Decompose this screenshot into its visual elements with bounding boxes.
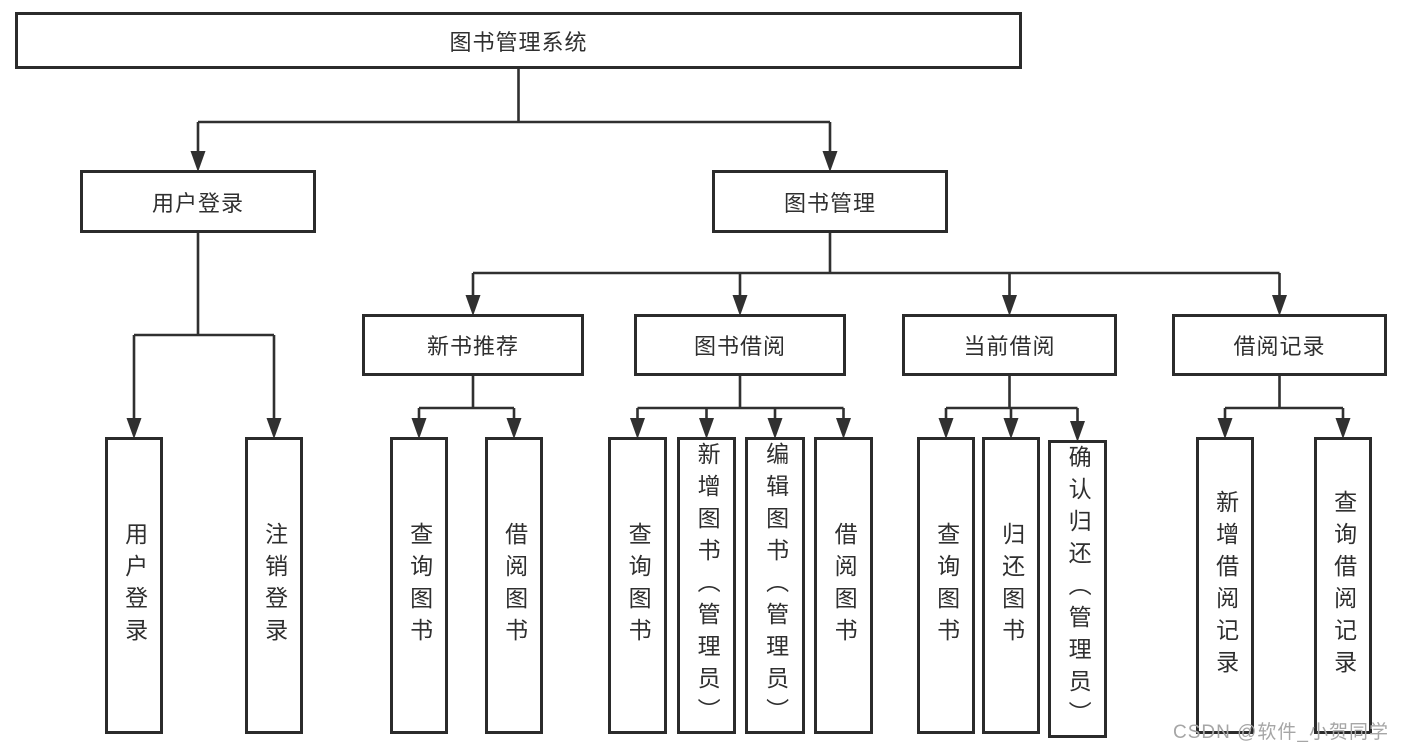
node-leaf-cb-query-books: 查询图书 xyxy=(917,437,975,734)
node-label-leaf-bb-borrow-books: 借阅图书 xyxy=(831,521,858,650)
arrowhead-icon xyxy=(938,418,954,439)
arrowhead-icon xyxy=(190,151,206,172)
node-leaf-cb-return-books: 归还图书 xyxy=(982,437,1040,734)
arrowhead-icon xyxy=(767,418,783,439)
node-label-leaf-cb-query-books: 查询图书 xyxy=(933,521,960,650)
node-leaf-bb-edit-books: 编辑图书（管理员） xyxy=(745,437,805,734)
node-leaf-br-query-record: 查询借阅记录 xyxy=(1314,437,1372,734)
node-label-book-management: 图书管理 xyxy=(783,190,876,216)
node-label-leaf-bb-edit-books: 编辑图书（管理员） xyxy=(762,441,789,730)
node-user-login: 用户登录 xyxy=(80,170,316,233)
node-label-leaf-cb-return-books: 归还图书 xyxy=(998,521,1025,650)
arrowhead-icon xyxy=(1272,295,1287,316)
node-current-borrowing: 当前借阅 xyxy=(902,314,1117,376)
node-label-leaf-user-login: 用户登录 xyxy=(121,521,148,650)
node-leaf-nbr-borrow-books: 借阅图书 xyxy=(485,437,543,734)
edge-user-login xyxy=(132,233,276,433)
node-label-new-book-recommend: 新书推荐 xyxy=(426,334,519,359)
edge-root xyxy=(196,69,832,166)
node-label-leaf-nbr-query-books: 查询图书 xyxy=(406,521,433,650)
node-book-borrowing: 图书借阅 xyxy=(634,314,846,376)
arrowhead-icon xyxy=(1003,418,1019,439)
node-label-current-borrowing: 当前借阅 xyxy=(963,334,1056,359)
node-leaf-nbr-query-books: 查询图书 xyxy=(390,437,448,734)
node-leaf-logout-login: 注销登录 xyxy=(245,437,303,734)
node-label-leaf-nbr-borrow-books: 借阅图书 xyxy=(501,521,528,650)
arrowhead-icon xyxy=(836,418,851,439)
node-leaf-bb-borrow-books: 借阅图书 xyxy=(814,437,873,734)
node-label-leaf-br-add-record: 新增借阅记录 xyxy=(1212,489,1239,682)
arrowhead-icon xyxy=(266,418,282,439)
edge-book-management xyxy=(471,233,1281,310)
edge-new-book-recommend xyxy=(417,376,516,433)
node-label-user-login: 用户登录 xyxy=(151,190,244,216)
node-label-root: 图书管理系统 xyxy=(449,29,588,55)
node-leaf-br-add-record: 新增借阅记录 xyxy=(1196,437,1254,734)
node-leaf-cb-confirm-return: 确认归还（管理员） xyxy=(1048,440,1107,738)
node-label-leaf-br-query-record: 查询借阅记录 xyxy=(1330,489,1357,682)
node-label-leaf-bb-query-books: 查询图书 xyxy=(625,521,652,650)
node-label-book-borrowing: 图书借阅 xyxy=(693,334,786,359)
arrowhead-icon xyxy=(630,418,645,439)
arrowhead-icon xyxy=(1335,418,1351,439)
node-label-borrowing-records: 借阅记录 xyxy=(1233,334,1326,359)
node-leaf-bb-add-books: 新增图书（管理员） xyxy=(677,437,736,734)
node-label-leaf-logout-login: 注销登录 xyxy=(261,521,288,650)
arrowhead-icon xyxy=(1217,418,1233,439)
node-new-book-recommend: 新书推荐 xyxy=(362,314,584,376)
arrowhead-icon xyxy=(732,295,748,316)
node-book-management: 图书管理 xyxy=(712,170,948,233)
arrowhead-icon xyxy=(465,295,481,316)
arrowhead-icon xyxy=(126,418,142,439)
node-borrowing-records: 借阅记录 xyxy=(1172,314,1387,376)
arrowhead-icon xyxy=(411,418,427,439)
arrowhead-icon xyxy=(506,418,522,439)
node-root: 图书管理系统 xyxy=(15,12,1022,69)
arrowhead-icon xyxy=(1002,295,1017,316)
node-label-leaf-bb-add-books: 新增图书（管理员） xyxy=(694,441,721,730)
node-label-leaf-cb-confirm-return: 确认归还（管理员） xyxy=(1065,445,1092,733)
arrowhead-icon xyxy=(822,151,838,172)
edge-book-borrowing xyxy=(636,376,845,433)
watermark-text: CSDN @软件_小贺同学 xyxy=(1173,722,1389,743)
edge-borrowing-records xyxy=(1223,376,1345,433)
node-leaf-bb-query-books: 查询图书 xyxy=(608,437,667,734)
arrowhead-icon xyxy=(699,418,714,439)
node-leaf-user-login: 用户登录 xyxy=(105,437,163,734)
arrowhead-icon xyxy=(1070,421,1085,442)
